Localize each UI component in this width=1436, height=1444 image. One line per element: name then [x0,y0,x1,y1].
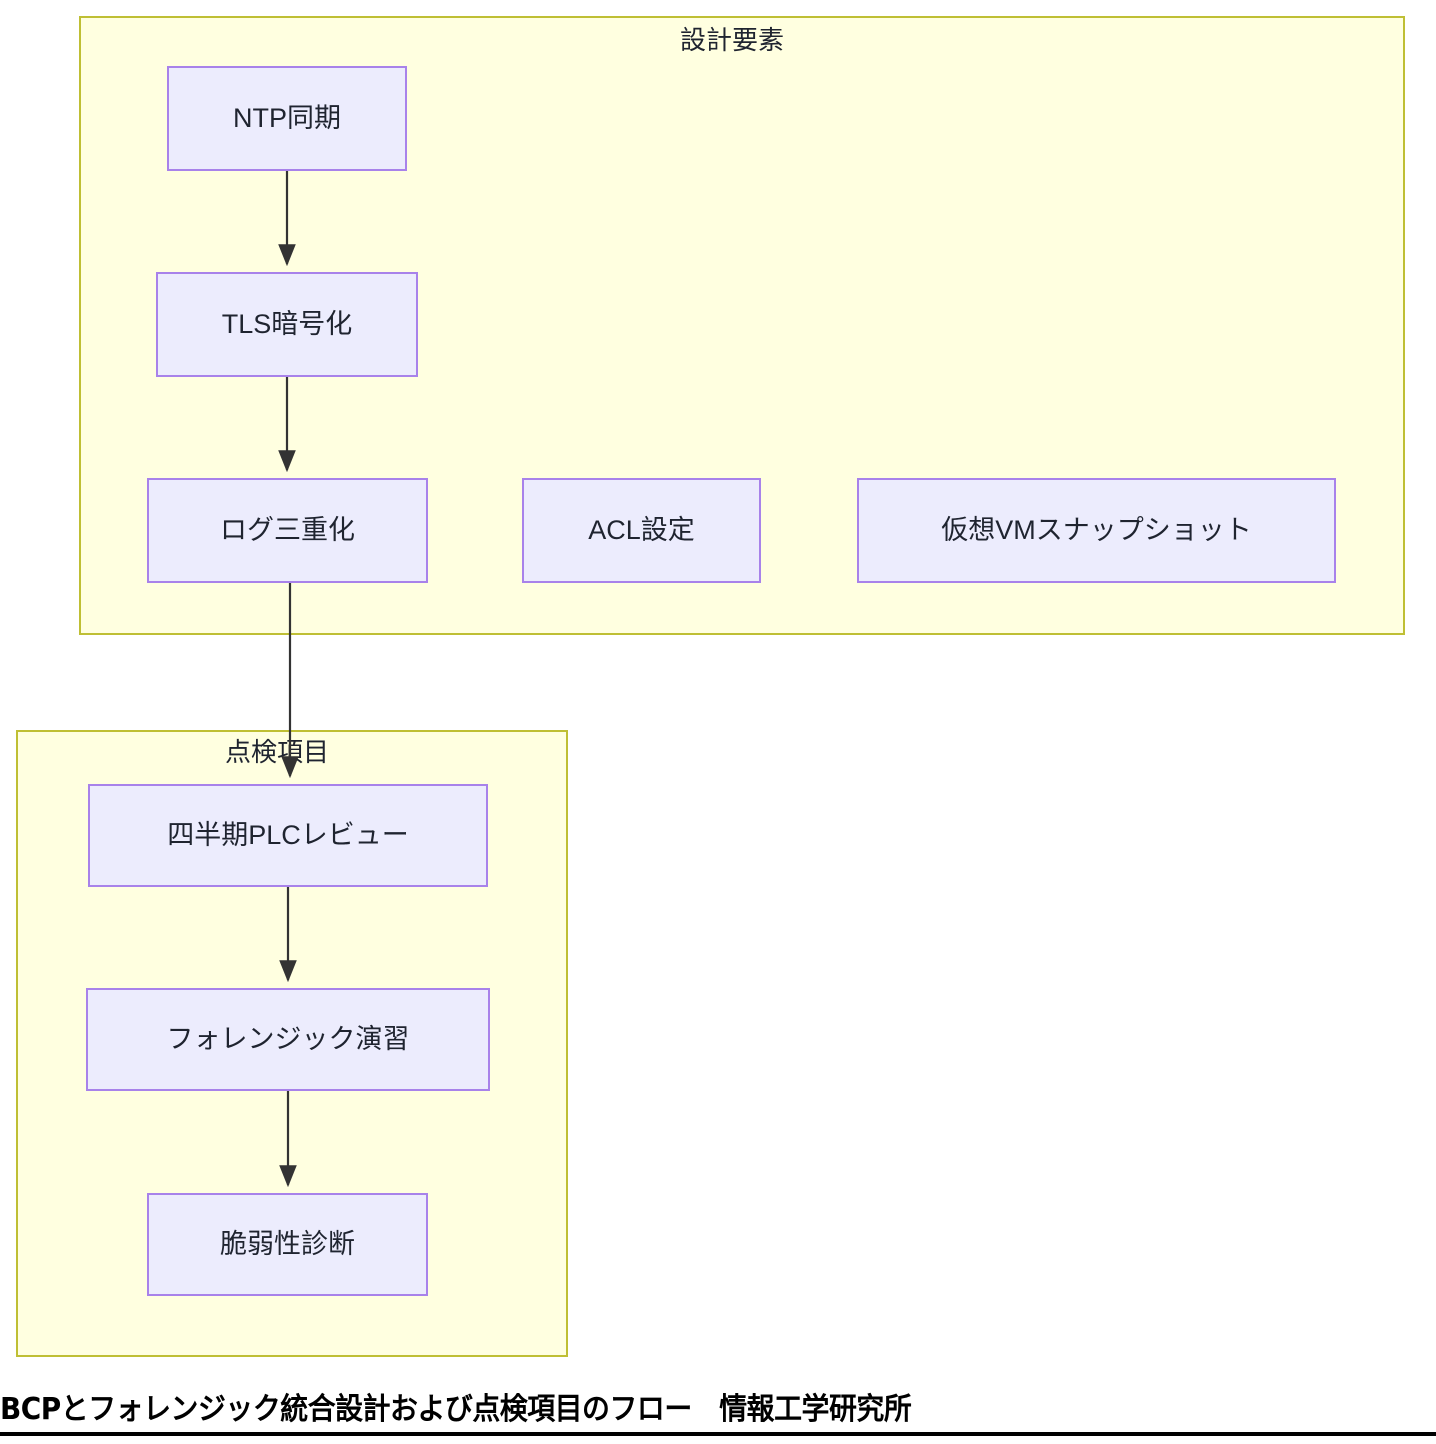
caption-text: BCPとフォレンジック統合設計および点検項目のフロー 情報工学研究所 [0,1392,912,1427]
node-label-plc: 四半期PLCレビュー [167,820,409,850]
node-label-vmsnap: 仮想VMスナップショット [941,515,1252,545]
caption-bar: BCPとフォレンジック統合設計および点検項目のフロー 情報工学研究所 [0,1390,1436,1444]
node-log[interactable]: ログ三重化 [147,478,428,583]
subgraph-title-design-elements: 設計要素 [680,25,785,55]
node-label-ntp: NTP同期 [233,103,341,133]
node-label-vuln: 脆弱性診断 [220,1229,355,1259]
node-label-acl: ACL設定 [588,515,695,545]
node-acl[interactable]: ACL設定 [522,478,761,583]
node-vuln[interactable]: 脆弱性診断 [147,1193,428,1296]
subgraph-title-inspection-items: 点検項目 [225,737,330,767]
node-tls[interactable]: TLS暗号化 [156,272,418,377]
node-label-log: ログ三重化 [220,515,355,545]
node-ntp[interactable]: NTP同期 [167,66,407,171]
node-label-tls: TLS暗号化 [221,309,353,339]
node-plc[interactable]: 四半期PLCレビュー [88,784,488,887]
node-vmsnap[interactable]: 仮想VMスナップショット [857,478,1336,583]
node-label-forensic: フォレンジック演習 [166,1024,410,1054]
flowchart-canvas: 設計要素 NTP同期 TLS暗号化 ログ三重化 ACL設定 仮想VMスナップショ… [16,16,1405,1357]
caption-underline [0,1432,1436,1436]
node-forensic[interactable]: フォレンジック演習 [86,988,490,1091]
